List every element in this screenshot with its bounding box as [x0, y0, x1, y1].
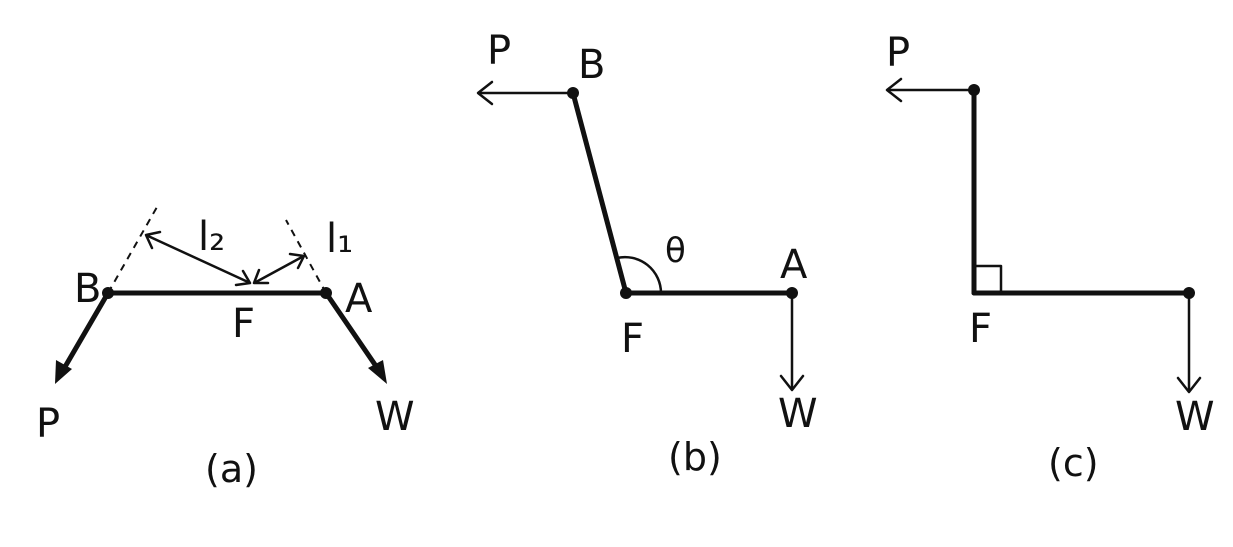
arrowhead-l2-end: [234, 269, 252, 287]
label-w-a: W: [375, 394, 415, 440]
arrowhead-w-c: [1176, 376, 1202, 394]
label-w-c: W: [1175, 394, 1215, 440]
label-l1: l₁: [326, 216, 353, 262]
dashed-extension-left: [107, 206, 158, 294]
arrow-l1: [254, 255, 304, 284]
label-f-c: F: [969, 306, 992, 352]
arrowhead-l1-end: [288, 252, 306, 270]
panel-c: P F W (c): [885, 30, 1215, 485]
label-f-b: F: [621, 316, 644, 362]
joint-top-c: [968, 84, 980, 96]
label-p-a: P: [36, 401, 60, 447]
joint-end-c: [1183, 287, 1195, 299]
arrowhead-w-a: [368, 360, 387, 384]
arm-to-w-a: [323, 290, 383, 375]
arrowhead-p-a: [55, 360, 72, 384]
label-p-b: P: [487, 28, 511, 74]
dashed-extension-right: [285, 219, 327, 294]
panel-a: B F A P W l₂ l₁ (a): [36, 206, 415, 491]
label-b-a: B: [74, 266, 101, 312]
panel-b: P B θ A F W (b): [476, 28, 818, 479]
label-p-c: P: [886, 30, 910, 76]
joint-b-a: [102, 287, 114, 299]
joint-a-b: [786, 287, 798, 299]
arm-bf-b: [570, 90, 629, 296]
arrowhead-l2-start: [144, 230, 162, 250]
label-a-a: A: [345, 276, 373, 322]
arrowhead-p-c: [885, 77, 903, 103]
caption-a: (a): [205, 447, 258, 491]
arrowhead-p-b: [476, 80, 494, 106]
label-w-b: W: [778, 391, 818, 437]
joint-a-a: [320, 287, 332, 299]
arrowhead-w-b: [779, 374, 805, 392]
joint-f-b: [620, 287, 632, 299]
label-l2: l₂: [198, 214, 225, 260]
label-f-a: F: [232, 301, 255, 347]
theta-arc: [615, 255, 663, 295]
arrow-l2: [146, 234, 250, 284]
joint-b-b: [567, 87, 579, 99]
label-a-b: A: [780, 242, 808, 288]
label-b-b: B: [578, 42, 605, 88]
caption-c: (c): [1048, 441, 1099, 485]
arm-to-p-a: [59, 290, 111, 375]
caption-b: (b): [668, 435, 722, 479]
arrowhead-l1-start: [252, 268, 270, 285]
label-theta: θ: [665, 231, 686, 271]
right-angle-marker: [972, 264, 1003, 295]
